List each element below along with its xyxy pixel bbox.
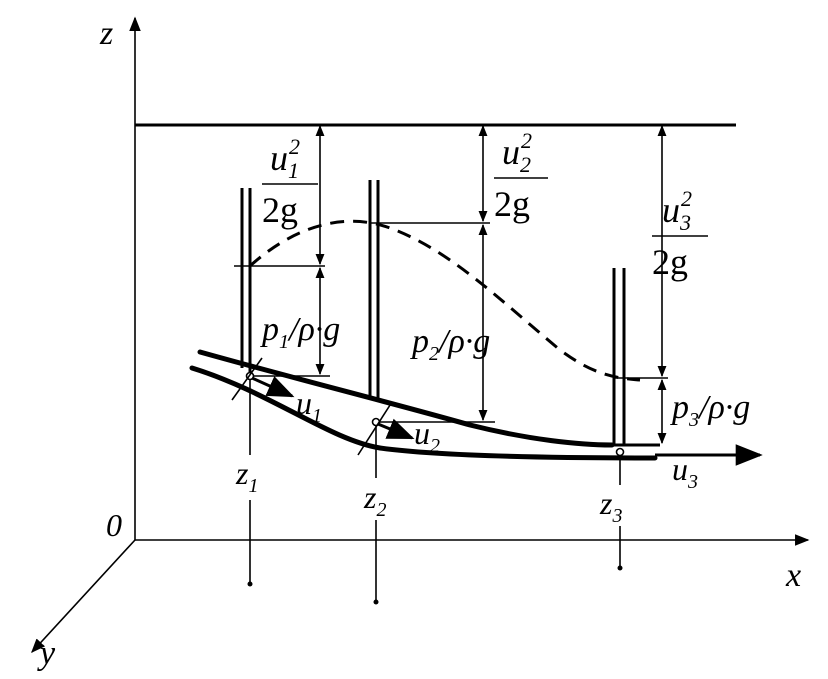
velocity-2-arrow	[377, 418, 415, 440]
svg-text:2g: 2g	[652, 242, 688, 282]
piezometer-1	[240, 188, 252, 372]
svg-text:2g: 2g	[262, 190, 298, 230]
section-2-point	[357, 401, 393, 605]
y-axis-label: y	[37, 635, 56, 672]
y-axis	[31, 539, 136, 654]
origin-label: 0	[106, 507, 122, 543]
velocity-3-label: u3	[672, 451, 698, 493]
svg-text:2g: 2g	[494, 184, 530, 224]
x-axis-label: x	[785, 557, 801, 594]
velocity-1-label: u1	[296, 385, 322, 427]
svg-text:u12: u12	[270, 134, 300, 183]
svg-text:u22: u22	[502, 128, 532, 177]
pressure-head-2-label: p2/ρ·g	[410, 323, 490, 365]
pipe-lower-wall	[189, 365, 658, 461]
section-1-point	[231, 357, 263, 587]
elevation-2-label: z2	[363, 479, 386, 521]
z-axis-label: z	[99, 15, 113, 52]
piezometer-3	[612, 268, 626, 445]
section-3-point	[615, 447, 625, 571]
hydraulic-grade-line	[248, 219, 641, 382]
elevation-3-label: z3	[599, 485, 622, 527]
pressure-head-1-label: p1/ρ·g	[260, 311, 340, 353]
svg-text:u32: u32	[662, 186, 692, 235]
velocity-head-1-label: u12 2g	[262, 134, 318, 230]
pressure-head-3-label: p3/ρ·g	[670, 389, 750, 431]
elevation-1-label: z1	[235, 455, 258, 497]
piezometer-2	[368, 180, 380, 400]
velocity-head-3-label: u32 2g	[652, 186, 708, 282]
velocity-2-label: u2	[414, 415, 440, 457]
velocity-head-2-label: u22 2g	[494, 128, 548, 224]
velocity-1-arrow	[251, 376, 295, 398]
